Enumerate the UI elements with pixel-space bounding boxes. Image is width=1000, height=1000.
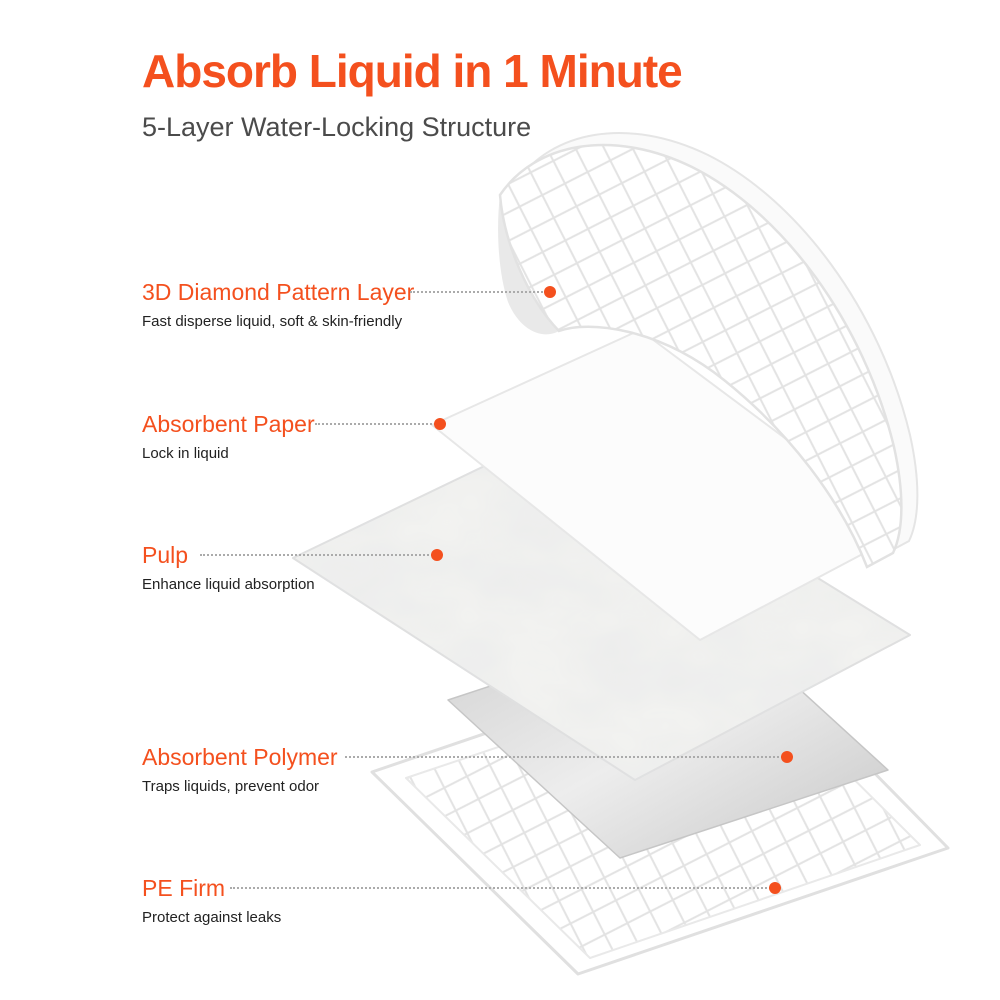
layer-title: Absorbent Polymer — [142, 744, 338, 770]
leader-line-paper — [315, 418, 446, 430]
layer-title: Absorbent Paper — [142, 411, 315, 437]
leader-line-polymer — [345, 751, 793, 763]
layer-label-block-pe-film: PE Firm Protect against leaks — [142, 875, 281, 927]
leader-line-pe-film — [230, 882, 781, 894]
page-title: Absorb Liquid in 1 Minute — [142, 45, 683, 97]
layer-description: Protect against leaks — [142, 909, 282, 926]
layer-label-block-paper: Absorbent Paper Lock in liquid — [142, 411, 315, 463]
pointer-dot — [769, 882, 781, 894]
leader-line-pulp — [200, 549, 443, 561]
pointer-dot — [781, 751, 793, 763]
layer-description: Enhance liquid absorption — [142, 576, 315, 593]
layer-label-block-polymer: Absorbent Polymer Traps liquids, prevent… — [142, 744, 338, 796]
layer-label-block-diamond: 3D Diamond Pattern Layer Fast disperse l… — [142, 279, 414, 331]
diamond-pattern-top-sheet — [498, 143, 903, 569]
layer-description: Traps liquids, prevent odor — [142, 778, 320, 795]
layer-description: Lock in liquid — [142, 445, 229, 462]
layer-title: PE Firm — [142, 875, 226, 901]
pulp-sheet — [292, 424, 911, 781]
pointer-dot — [544, 286, 556, 298]
page-subtitle: 5-Layer Water-Locking Structure — [142, 112, 532, 142]
layer-label-block-pulp: Pulp Enhance liquid absorption — [142, 542, 315, 594]
leader-line-diamond — [410, 286, 556, 298]
layer-title: Pulp — [142, 542, 189, 568]
pointer-dot — [434, 418, 446, 430]
top-sheet-curl-underside — [498, 195, 559, 335]
pointer-dot — [431, 549, 443, 561]
layer-title: 3D Diamond Pattern Layer — [142, 279, 415, 305]
layer-description: Fast disperse liquid, soft & skin-friend… — [142, 313, 403, 330]
